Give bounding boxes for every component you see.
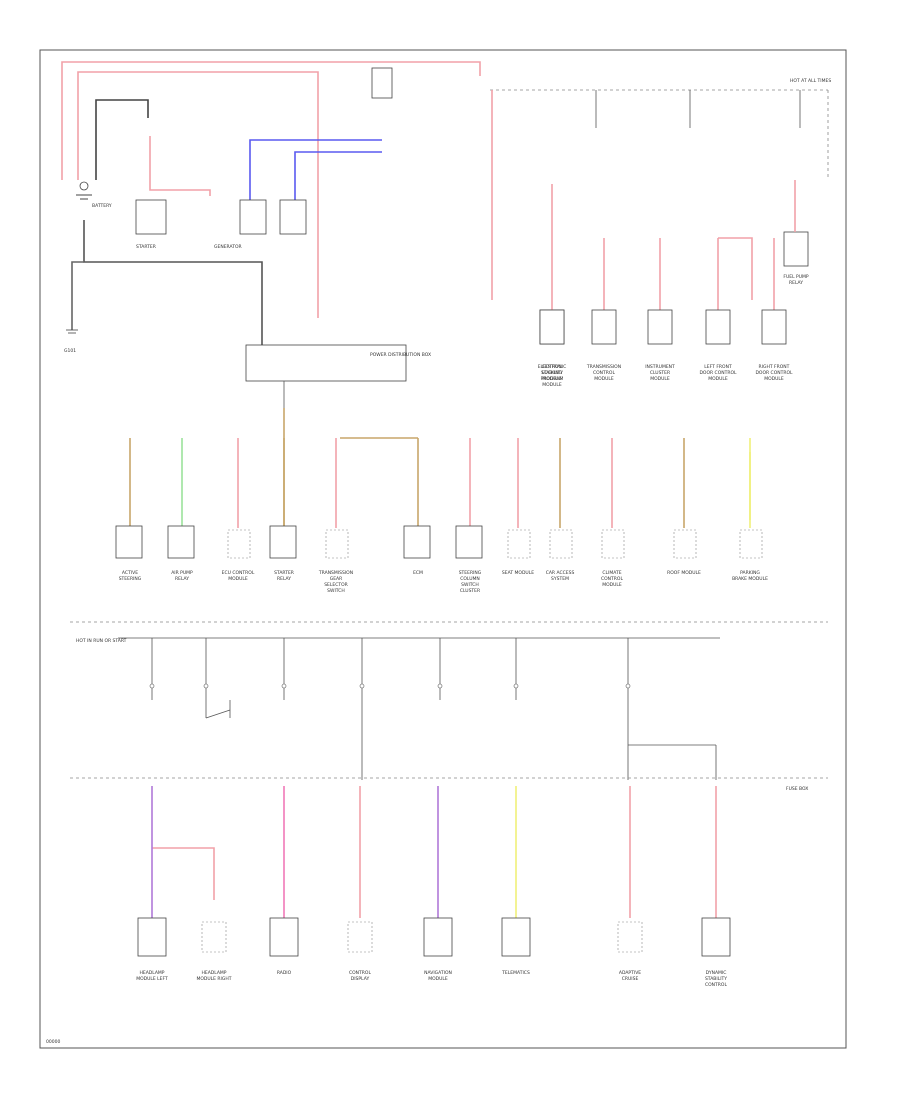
row3-module-box-5 [501,917,531,957]
mid-fuse-2 [281,683,287,689]
generator-box [239,199,267,235]
row2-module-box-5 [403,525,431,559]
row3-module-box-2 [269,917,299,957]
module-box-top [279,199,307,235]
row1-module-box-4 [705,309,731,345]
page-border [39,49,847,1049]
relay-switch [205,700,231,719]
row2-module-box-3 [269,525,297,559]
power-distribution-label: POWER DISTRIBUTION BOX [370,352,431,358]
row3-module-label-5: TELEMATICS [501,970,530,976]
row1-module-box-6 [783,231,809,267]
ground-label: G101 [64,348,76,354]
row3-module-box-6 [617,921,643,953]
wire-red-starter [149,136,211,196]
row2-module-box-6 [455,525,483,559]
power-distribution-box [245,344,407,382]
mid-fuse-1 [203,683,209,689]
battery-symbol: BATTERY [76,181,112,209]
wire-blue-1 [249,139,382,200]
mid-fuse-0 [149,683,155,689]
row3-module-box-3 [347,921,373,953]
wire-red-loop [152,847,215,900]
mid-left-note: HOT IN RUN OR START [76,638,127,644]
wire-black-gen [95,99,149,180]
wire-ground-line [71,261,84,330]
hot-at-all-label: HOT AT ALL TIMES [790,78,831,84]
mid-fuse-6 [625,683,631,689]
row2-module-box-9 [601,529,625,559]
mid-fuses [149,638,631,780]
mid-fuse-4 [437,683,443,689]
row2-module-box-10 [673,529,697,559]
bottom-right-note: FUSE BOX [786,786,808,792]
row2-module-box-0 [115,525,143,559]
battery-label: BATTERY [92,203,112,209]
row2-module-box-1 [167,525,195,559]
row1-wire-right-loop [718,237,753,300]
row1-module-box-2 [591,309,617,345]
mid-fuse-3 [359,683,365,689]
starter-label: STARTER [136,244,156,250]
row2-module-box-8 [549,529,573,559]
mid-fuse-5 [513,683,519,689]
row3-module-box-0 [137,917,167,957]
fuse-box-top-symbol [371,67,393,99]
row2-module-box-11 [739,529,763,559]
row2-module-box-4 [325,529,349,559]
wire-red-top [61,61,481,180]
row2-module-box-2 [227,529,251,559]
battery-feed-wires [61,61,481,345]
row3-module-box-4 [423,917,453,957]
row2-module-label-7: SEAT MODULE [502,570,534,576]
row2-module-label-10: ROOF MODULE [667,570,701,576]
starter-box [135,199,167,235]
row1-module-box-3 [647,309,673,345]
row1-module-box-1 [539,309,565,345]
row1-module-box-5 [761,309,787,345]
wire-blue-2 [294,151,382,200]
wire-black-ground [83,220,263,345]
row3-module-box-7 [701,917,731,957]
ground-symbol: G101 [64,329,78,354]
page-id: 00000 [46,1039,60,1045]
generator-label: GENERATOR [214,244,242,250]
wire-red-2 [77,71,319,318]
row3-module-box-1 [201,921,227,953]
row2-module-box-7 [507,529,531,559]
row3-module-label-2: RADIO [277,970,292,976]
row2-module-label-5: ECM [413,570,423,576]
